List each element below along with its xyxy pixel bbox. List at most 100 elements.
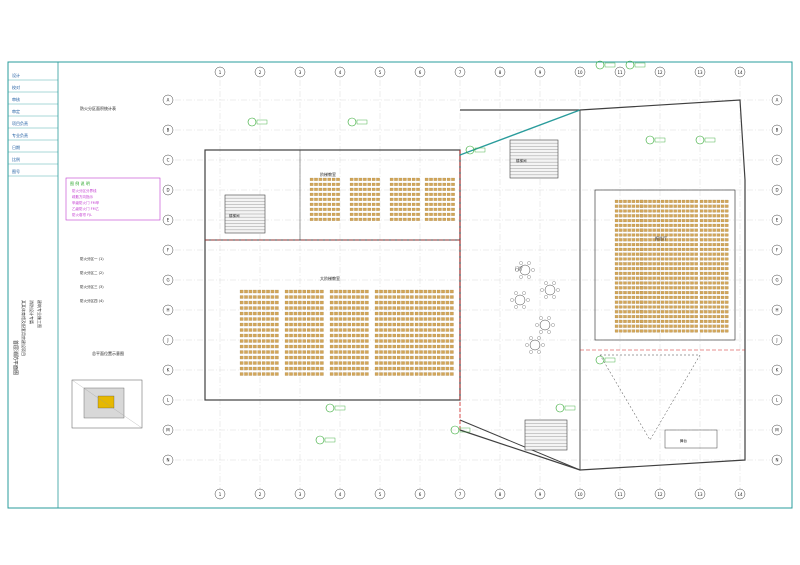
seat (394, 197, 398, 201)
seat (699, 247, 704, 251)
seat (708, 319, 712, 323)
seat (351, 317, 356, 321)
seat (631, 271, 636, 275)
building-walls (204, 99, 746, 471)
seat (410, 355, 414, 360)
seat (309, 192, 314, 196)
seat (383, 289, 388, 294)
seat (725, 267, 729, 271)
seat (356, 295, 360, 299)
seat (293, 317, 298, 321)
seat (623, 271, 627, 275)
seat (327, 217, 331, 221)
seat (244, 322, 248, 327)
seat (639, 252, 644, 256)
seat (320, 372, 324, 376)
seat (239, 295, 244, 299)
seat (284, 366, 289, 371)
seat (351, 350, 356, 354)
seat (338, 361, 343, 365)
seat (699, 199, 704, 203)
seat (712, 305, 716, 309)
seat (639, 204, 644, 208)
seat (660, 315, 665, 319)
seat (398, 192, 403, 196)
seat (298, 372, 302, 376)
seat (716, 219, 721, 223)
seat (266, 317, 270, 321)
seat (627, 310, 631, 314)
seat (712, 276, 716, 280)
seat (725, 209, 729, 213)
seat (623, 315, 627, 319)
seat (644, 305, 648, 309)
seat (656, 204, 661, 208)
seat (441, 361, 445, 365)
chair (519, 261, 523, 265)
seat (673, 291, 677, 295)
seat (708, 233, 712, 237)
seat (686, 295, 690, 299)
seat (338, 306, 343, 310)
seat (665, 228, 669, 232)
seat (309, 207, 314, 211)
seat (699, 319, 704, 323)
seat (244, 306, 248, 310)
seat (298, 289, 302, 294)
seat (699, 233, 704, 237)
seat (623, 286, 627, 290)
seat (686, 324, 690, 328)
axis-label: 7 (459, 492, 462, 497)
seat (644, 219, 648, 223)
axis-bubble (771, 334, 783, 346)
project-lines: 某某体育馆及配套用房建设项目 消防设计专篇 建筑专业施工图 (21, 300, 43, 356)
seat (631, 199, 636, 203)
seat (293, 306, 298, 310)
seat (686, 315, 690, 319)
seat (423, 300, 428, 305)
seat (388, 289, 392, 294)
seat (660, 204, 665, 208)
seat (394, 202, 398, 206)
seat (419, 333, 423, 338)
seat (367, 177, 371, 181)
chair (527, 275, 531, 279)
seat (704, 276, 708, 280)
seat (302, 361, 306, 365)
axis-label: N (167, 458, 170, 463)
seat (433, 207, 438, 211)
seat (410, 322, 414, 327)
seat (405, 306, 410, 310)
axis-label: 13 (697, 492, 703, 497)
seat (351, 344, 356, 349)
seat (445, 306, 450, 310)
seat (725, 319, 729, 323)
seat (275, 295, 279, 299)
seat (699, 276, 704, 280)
seat (394, 192, 398, 196)
seat (619, 271, 623, 275)
seat (411, 177, 416, 181)
seat (677, 223, 682, 227)
seat (627, 291, 631, 295)
seat (450, 322, 454, 327)
seat (351, 328, 356, 332)
seat (619, 291, 623, 295)
project-line: 某某体育馆及配套用房建设项目 (21, 300, 27, 356)
axis-label: N (776, 458, 779, 463)
seat (442, 187, 446, 191)
seat (690, 281, 694, 285)
seat (686, 319, 690, 323)
seat (644, 228, 648, 232)
seat (712, 295, 716, 299)
seat (681, 247, 686, 251)
seat (239, 350, 244, 354)
seat (320, 350, 324, 354)
seat (261, 311, 266, 316)
seat (644, 295, 648, 299)
seat (371, 177, 376, 181)
axis-label: 1 (219, 492, 222, 497)
seat (428, 339, 432, 343)
seat (708, 209, 712, 213)
seat (436, 295, 441, 299)
